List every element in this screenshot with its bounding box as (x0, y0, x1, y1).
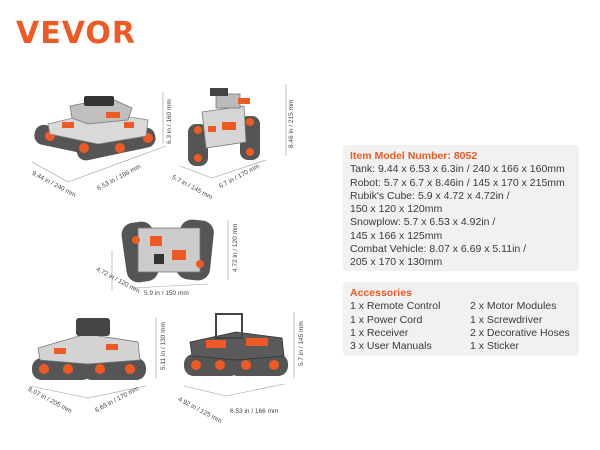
spec-line: Rubik's Cube: 5.9 x 4.72 x 4.72in / (350, 189, 510, 202)
cube-height-dim: 4.72 in / 120 mm (232, 223, 239, 272)
spec-line: Robot: 5.7 x 6.7 x 8.46in / 145 x 170 x … (350, 176, 565, 189)
robot-figure: 5.7 in / 145 mm 6.7 in / 170 mm 8.46 in … (171, 82, 297, 201)
combat-vehicle-figure: 8.07 in / 205 mm 6.69 in / 170 mm 5.11 i… (26, 312, 168, 422)
snowplow-width-dim: 6.53 in / 166 mm (230, 408, 279, 415)
snowplow-height-dim: 5.7 in / 145 mm (298, 321, 305, 366)
accessory-item: 1 x Remote Control (350, 300, 441, 313)
combat-height-dim: 5.11 in / 130 mm (160, 322, 167, 370)
cube-width-dim: 5.9 in / 150 mm (144, 290, 189, 297)
accessory-item: 1 x Power Cord (350, 313, 423, 326)
accessory-item: 2 x Motor Modules (470, 300, 557, 313)
snowplow-illustration (183, 312, 295, 397)
spec-line: Tank: 9.44 x 6.53 x 6.3in / 240 x 166 x … (350, 163, 565, 176)
accessory-item: 1 x Sticker (470, 340, 520, 353)
accessory-item: 1 x Screwdriver (470, 313, 543, 326)
accessory-item: 3 x User Manuals (350, 340, 432, 353)
spec-line: 145 x 166 x 125mm (350, 229, 443, 242)
robot-height-dim: 8.46 in / 215 mm (288, 99, 295, 148)
vevor-logo: VEVOR (16, 16, 137, 51)
spec-line: Snowplow: 5.7 x 6.53 x 4.92in / (350, 216, 496, 229)
model-number-title: Item Model Number: 8052 (350, 150, 478, 162)
specs-panel: Item Model Number: 8052 Tank: 9.44 x 6.5… (343, 145, 579, 271)
accessories-title: Accessories (350, 287, 412, 299)
tank-illustration (31, 92, 167, 183)
robot-illustration (179, 84, 287, 179)
snowplow-figure: 4.92 in / 125 mm 6.53 in / 166 mm 5.7 in… (176, 300, 306, 425)
cube-figure: 4.72 in / 120 mm 5.9 in / 150 mm 4.72 in… (95, 210, 248, 305)
spec-line: Combat Vehicle: 8.07 x 6.69 x 5.11in / (350, 243, 527, 256)
spec-line: 205 x 170 x 130mm (350, 256, 443, 269)
spec-line: 150 x 120 x 120mm (350, 203, 443, 216)
tank-figure: 9.44 in / 240 mm 6.53 in / 166 mm 6.3 in… (28, 82, 178, 199)
accessory-item: 2 x Decorative Hoses (470, 326, 570, 339)
accessories-panel: Accessories 1 x Remote Control 2 x Motor… (343, 282, 579, 356)
cube-illustration (111, 219, 229, 290)
accessory-item: 1 x Receiver (350, 326, 409, 339)
combat-vehicle-illustration (29, 318, 157, 399)
